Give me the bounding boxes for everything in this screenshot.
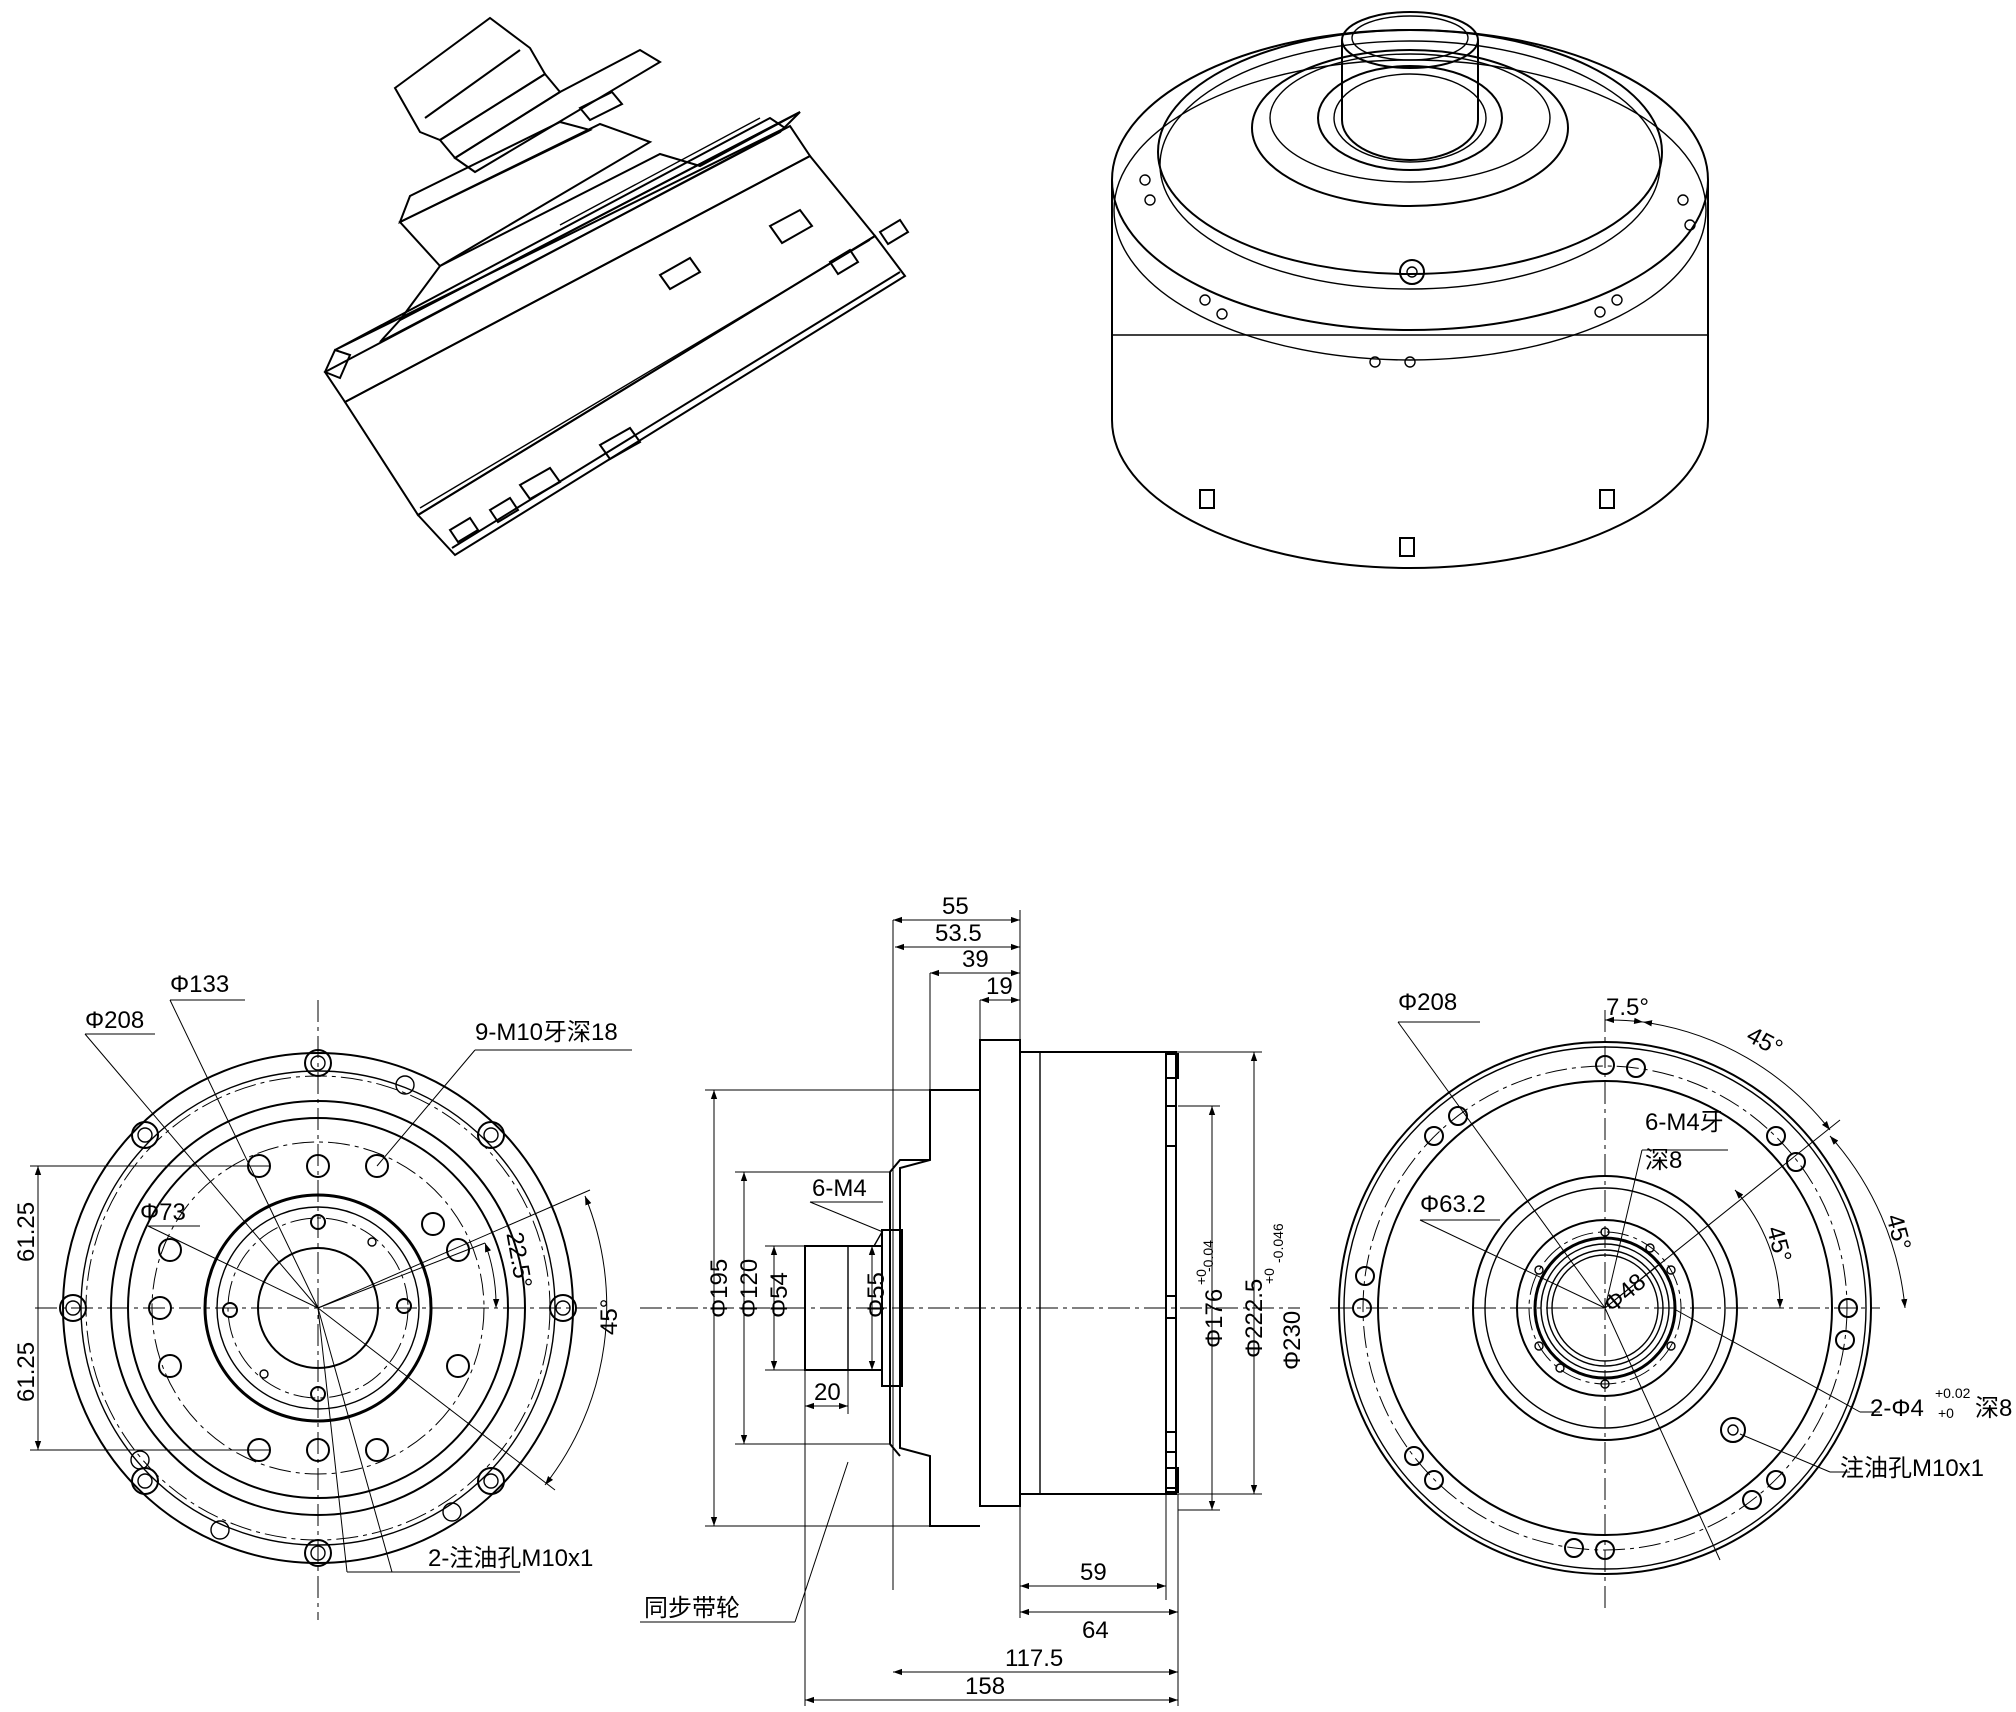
side-dim-19: 19	[986, 973, 1013, 1000]
outer-bolt-holes	[59, 1049, 577, 1567]
side-d230: Φ230	[1279, 1311, 1306, 1370]
rear-oil-hole: 注油孔M10x1	[1840, 1455, 1984, 1482]
side-d176-tol-lower: -0.04	[1200, 1240, 1216, 1272]
side-dim-64: 64	[1082, 1617, 1109, 1644]
rear-d208: Φ208	[1398, 989, 1457, 1016]
rear-angle-45-inner: 45°	[1761, 1223, 1796, 1265]
side-d176: Φ176	[1201, 1289, 1228, 1348]
rear-pin-tol-upper: +0.02	[1935, 1385, 1971, 1401]
rear-m4-tap: 6-M4牙	[1645, 1109, 1724, 1136]
rear-angle-7-5: 7.5°	[1606, 994, 1649, 1021]
front-d73: Φ73	[140, 1199, 186, 1226]
side-dim-158: 158	[965, 1673, 1005, 1700]
side-d55: Φ55	[863, 1272, 890, 1318]
rear-pin-holes-prefix: 2-Φ4	[1870, 1395, 1924, 1422]
side-d176-tol-upper: +0	[1193, 1269, 1209, 1285]
side-d230-tol-lower: -0.046	[1270, 1223, 1286, 1263]
front-dim-61-25-top: 61.25	[13, 1202, 40, 1262]
side-m4: 6-M4	[812, 1175, 867, 1202]
front-d208: Φ208	[85, 1007, 144, 1034]
front-dim-61-25-bottom: 61.25	[13, 1342, 40, 1402]
side-dim-20: 20	[814, 1379, 841, 1406]
rear-angle-45-top: 45°	[1742, 1021, 1787, 1062]
side-d222-5: Φ222.5	[1241, 1279, 1268, 1358]
front-view	[30, 999, 632, 1620]
side-view	[640, 910, 1300, 1706]
side-d120: Φ120	[736, 1259, 763, 1318]
rear-d63-2: Φ63.2	[1420, 1191, 1486, 1218]
rear-d48: Φ48	[1599, 1268, 1651, 1318]
side-dim-39: 39	[962, 946, 989, 973]
side-d54: Φ54	[766, 1272, 793, 1318]
front-d133: Φ133	[170, 971, 229, 998]
front-tapped-holes: 9-M10牙深18	[475, 1019, 618, 1046]
rear-pin-tol-lower: +0	[1938, 1405, 1954, 1421]
side-d195: Φ195	[706, 1259, 733, 1318]
side-dim-55: 55	[942, 893, 969, 920]
rear-angle-45-outer: 45°	[1880, 1211, 1915, 1253]
side-dim-117-5: 117.5	[1005, 1645, 1063, 1672]
front-angle-45: 45°	[596, 1299, 623, 1335]
rear-view	[1330, 1010, 1908, 1610]
isometric-side-view	[323, 16, 910, 557]
side-pulley: 同步带轮	[644, 1595, 740, 1622]
isometric-3d-view	[1111, 11, 1709, 569]
side-dim-53-5: 53.5	[935, 920, 982, 947]
rear-m4-depth: 深8	[1645, 1147, 1682, 1174]
side-d230-tol-upper: +0	[1261, 1268, 1277, 1284]
side-dim-59: 59	[1080, 1559, 1107, 1586]
front-angle-22-5: 22.5°	[500, 1230, 536, 1290]
front-oil-holes: 2-注油孔M10x1	[428, 1545, 593, 1572]
rear-pin-depth: 深8	[1975, 1395, 2012, 1422]
